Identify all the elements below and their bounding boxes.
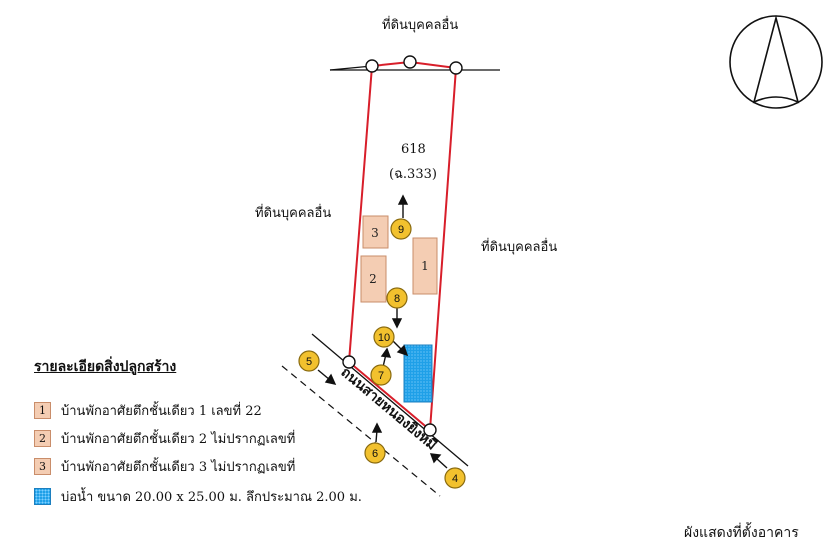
legend-swatch: 2 xyxy=(34,430,51,447)
legend-swatch: 1 xyxy=(34,402,51,419)
legend-item-pond: บ่อน้ำ ขนาด 20.00 x 25.00 ม. ลึกประมาณ 2… xyxy=(34,486,362,507)
legend-text: บ้านพักอาศัยตึกชั้นเดียว 2 ไม่ปรากฏเลขที… xyxy=(61,432,296,447)
map-caption: ผังแสดงที่ตั้งอาคาร xyxy=(684,525,799,541)
photo-point-6: 6 xyxy=(372,448,378,460)
building-3 xyxy=(362,215,389,249)
plot-sub-number: (ฉ.333) xyxy=(389,167,437,182)
neighbor-top: ที่ดินบุคคลอื่น xyxy=(382,18,459,33)
legend-swatch: 3 xyxy=(34,458,51,475)
building-1-label: 1 xyxy=(421,259,429,273)
legend-item-3: 3 บ้านพักอาศัยตึกชั้นเดียว 3 ไม่ปรากฏเลข… xyxy=(34,456,295,477)
boundary-markers xyxy=(342,55,463,437)
legend-item-2: 2 บ้านพักอาศัยตึกชั้นเดียว 2 ไม่ปรากฏเลข… xyxy=(34,428,295,449)
photo-point-5: 5 xyxy=(306,356,312,368)
pond xyxy=(403,344,433,403)
building-3-label: 3 xyxy=(371,226,379,240)
road-edge xyxy=(311,333,469,467)
legend-title: รายละเอียดสิ่งปลูกสร้าง xyxy=(34,359,177,375)
photo-markers xyxy=(298,218,466,489)
building-2-label: 2 xyxy=(369,272,377,286)
photo-point-4: 4 xyxy=(452,473,458,485)
photo-point-9: 9 xyxy=(398,224,404,236)
legend-item-1: 1 บ้านพักอาศัยตึกชั้นเดียว 1 เลขที่ 22 xyxy=(34,400,262,421)
plot-number: 618 xyxy=(401,142,426,157)
legend-text: บ้านพักอาศัยตึกชั้นเดียว 1 เลขที่ 22 xyxy=(61,404,262,419)
photo-point-7: 7 xyxy=(378,370,384,382)
legend-text: บ้านพักอาศัยตึกชั้นเดียว 3 ไม่ปรากฏเลขที… xyxy=(61,460,296,475)
building-1 xyxy=(412,237,438,295)
legend-swatch-pond xyxy=(34,488,51,505)
neighbor-left: ที่ดินบุคคลอื่น xyxy=(255,206,332,221)
north-arrow-icon xyxy=(729,14,823,109)
photo-point-8: 8 xyxy=(394,293,400,305)
legend-text: บ่อน้ำ ขนาด 20.00 x 25.00 ม. ลึกประมาณ 2… xyxy=(61,490,362,505)
photo-point-10: 10 xyxy=(378,332,390,344)
neighbor-right: ที่ดินบุคคลอื่น xyxy=(481,240,558,255)
building-2 xyxy=(360,255,387,303)
road-centerline xyxy=(281,365,441,497)
